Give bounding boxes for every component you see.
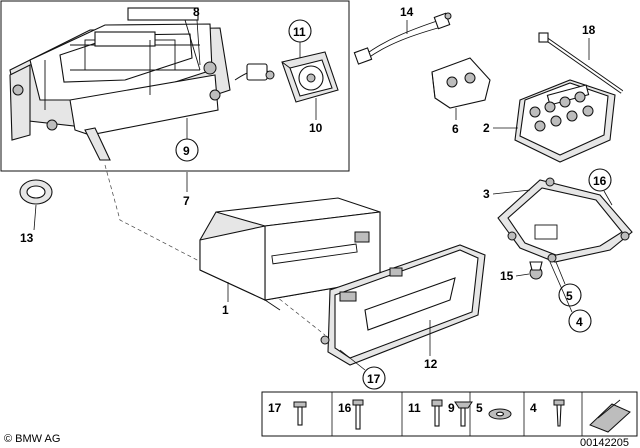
callout-11: 11 bbox=[293, 25, 306, 39]
fastener-legend: 17 16 11 9 5 4 bbox=[261, 391, 638, 437]
cable-plug-part[interactable] bbox=[234, 63, 275, 81]
legend-label-11: 11 bbox=[408, 401, 421, 415]
wing-screw-icon bbox=[454, 401, 473, 427]
callout-circle-17 bbox=[362, 366, 386, 390]
small-bracket-part[interactable] bbox=[431, 57, 491, 109]
callout-14: 14 bbox=[400, 5, 414, 19]
legend-label-4: 4 bbox=[530, 401, 537, 415]
keypad-buttons bbox=[529, 91, 594, 132]
wing-nut-part[interactable] bbox=[529, 261, 543, 280]
callout-10: 10 bbox=[309, 121, 323, 135]
callout-15: 15 bbox=[500, 269, 514, 283]
diagram-number: 00142205 bbox=[580, 437, 629, 448]
screw-16-icon bbox=[352, 399, 364, 430]
callout-12: 12 bbox=[424, 357, 438, 371]
keypad-part[interactable] bbox=[514, 79, 616, 163]
legend-label-16: 16 bbox=[338, 401, 352, 415]
copyright-text: © BMW AG bbox=[4, 433, 60, 445]
washer-icon bbox=[488, 408, 512, 420]
callout-circle-5 bbox=[558, 283, 582, 307]
assembly-frame bbox=[0, 0, 350, 172]
display-frame-part[interactable] bbox=[320, 244, 486, 366]
mounting-bracket-part[interactable] bbox=[497, 177, 633, 263]
callout-7: 7 bbox=[183, 194, 190, 208]
main-unit-part[interactable] bbox=[199, 197, 381, 311]
callout-13: 13 bbox=[20, 231, 34, 245]
callout-4: 4 bbox=[576, 315, 583, 329]
arrow-symbol-icon bbox=[589, 399, 631, 433]
screw-17-icon bbox=[293, 401, 307, 426]
callout-6: 6 bbox=[452, 122, 459, 136]
callout-circle-16 bbox=[588, 168, 612, 192]
legend-label-5: 5 bbox=[476, 401, 483, 415]
screw-11-icon bbox=[431, 399, 443, 427]
cable-tie-part[interactable] bbox=[538, 32, 624, 94]
fan-part[interactable] bbox=[281, 51, 339, 103]
callout-circle-4 bbox=[568, 309, 592, 333]
callout-5: 5 bbox=[566, 289, 573, 303]
legend-label-9: 9 bbox=[448, 401, 455, 415]
holder-rack-assembly[interactable] bbox=[9, 7, 231, 161]
tapping-screw-icon bbox=[553, 399, 565, 427]
callout-16: 16 bbox=[593, 174, 607, 188]
wiring-cable-part[interactable] bbox=[353, 12, 452, 65]
callout-1: 1 bbox=[222, 303, 229, 317]
callout-3: 3 bbox=[483, 187, 490, 201]
legend-label-17: 17 bbox=[268, 401, 282, 415]
callout-2: 2 bbox=[483, 121, 490, 135]
grommet-part[interactable] bbox=[19, 179, 53, 205]
callout-17: 17 bbox=[367, 372, 381, 386]
callout-8: 8 bbox=[193, 5, 200, 19]
callout-18: 18 bbox=[582, 23, 596, 37]
callout-9: 9 bbox=[183, 144, 190, 158]
